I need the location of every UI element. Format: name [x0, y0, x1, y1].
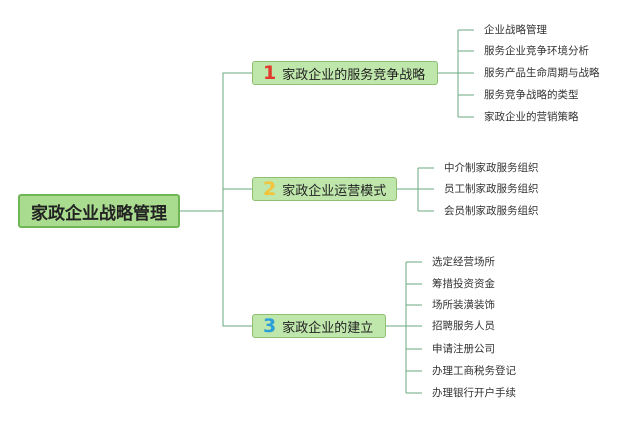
root-trunk — [180, 72, 252, 212]
branch-3-leaf: 办理工商税务登记 — [432, 365, 516, 377]
root-connectors — [180, 72, 252, 327]
branch-1-leaf: 服务产品生命周期与战略 — [484, 67, 600, 79]
branch-2-number: 2 — [263, 178, 277, 200]
branch-3-leaf: 招聘服务人员 — [432, 320, 495, 332]
root-node: 家政企业战略管理 — [18, 194, 180, 228]
branch-3-leaf: 筹措投资资金 — [432, 278, 495, 290]
branch-3-leaf: 选定经营场所 — [432, 256, 495, 268]
branch-1-leaf: 服务竞争战略的类型 — [484, 89, 579, 101]
branch-node-2: 2 家政企业运营模式 — [252, 177, 397, 201]
branch-1-leaf: 家政企业的营销策略 — [484, 111, 579, 123]
branch-3-connectors — [386, 261, 422, 394]
branch-1-label: 家政企业的服务竞争战略 — [282, 67, 426, 83]
branch-3-leaf: 申请注册公司 — [432, 343, 495, 355]
branch-2-label: 家政企业运营模式 — [282, 183, 387, 199]
branch-3-leaf: 场所装潢装饰 — [432, 299, 495, 311]
branch-2-leaf: 员工制家政服务组织 — [444, 183, 539, 195]
branch-2-connectors — [397, 167, 434, 212]
branch-node-1: 1 家政企业的服务竞争战略 — [252, 61, 438, 85]
branch-1-number: 1 — [263, 62, 277, 84]
branch-2-leaf: 会员制家政服务组织 — [444, 205, 539, 217]
branch-1-connectors — [438, 29, 474, 118]
branch-node-3: 3 家政企业的建立 — [252, 314, 386, 338]
root-label: 家政企业战略管理 — [31, 203, 167, 224]
branch-1-leaf: 服务企业竞争环境分析 — [484, 45, 589, 57]
branch-2-leaf: 中介制家政服务组织 — [444, 162, 539, 174]
branch-3-label: 家政企业的建立 — [282, 320, 374, 336]
root-to-branch-3 — [222, 211, 252, 327]
branch-1-leaf: 企业战略管理 — [484, 24, 547, 36]
branch-3-leaf: 办理银行开户手续 — [432, 387, 516, 399]
branch-3-number: 3 — [263, 315, 277, 337]
